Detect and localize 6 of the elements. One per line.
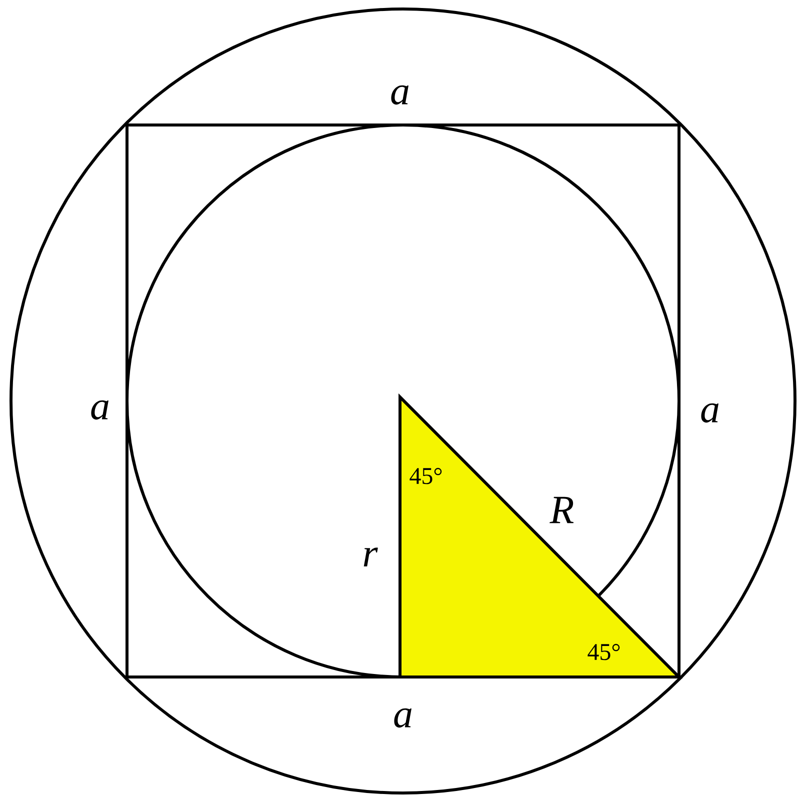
side-label: a [391,85,408,105]
side-label: a [91,400,108,420]
angle-label: 45° [588,644,620,660]
radius-label: R [550,496,574,524]
angle-label: 45° [410,468,442,484]
side-label: a [394,708,412,728]
